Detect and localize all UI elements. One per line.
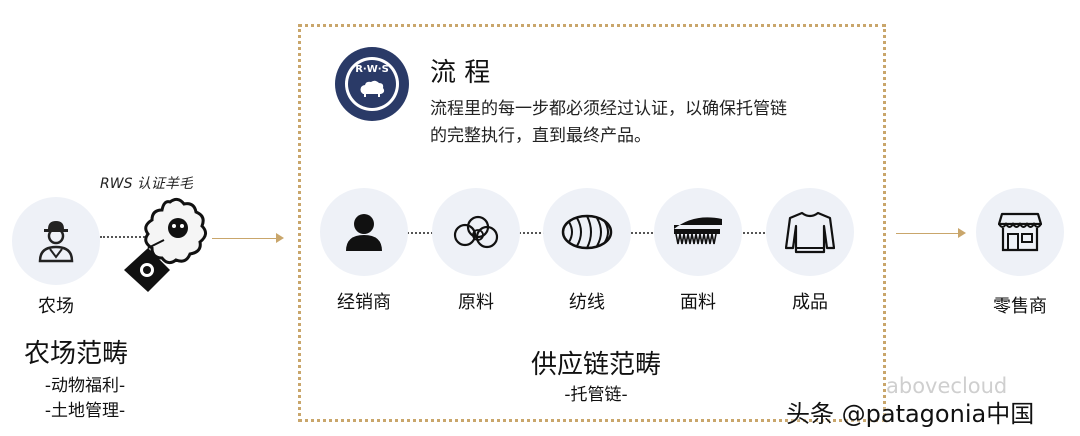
fabric-comb-icon xyxy=(674,217,722,245)
watermark-faint: abovecloud xyxy=(886,374,1008,398)
step-label-yarn: 纺线 xyxy=(569,292,605,313)
step-finished-product xyxy=(766,188,854,276)
step-yarn xyxy=(543,188,631,276)
farm-node xyxy=(12,197,100,285)
step-raw-material xyxy=(432,188,520,276)
step-fabric xyxy=(654,188,742,276)
process-description-line1: 流程里的每一步都必须经过认证，以确保托管链 xyxy=(430,99,787,119)
farm-scope-item-2: -土地管理- xyxy=(44,401,126,421)
farm-connector xyxy=(100,236,148,238)
supply-to-retail-arrow xyxy=(896,233,958,234)
farmer-icon xyxy=(38,221,74,263)
step-label-fabric: 面料 xyxy=(680,292,716,313)
rws-logo xyxy=(334,46,410,122)
rws-logo-text: R·W·S xyxy=(355,64,389,75)
step-label-finished-product: 成品 xyxy=(792,292,828,313)
farm-to-supply-arrow xyxy=(212,238,276,239)
yarn-ball-icon xyxy=(561,214,613,250)
supply-chain-frame xyxy=(298,24,886,422)
sweater-icon xyxy=(785,211,835,254)
farm-scope-item-1: -动物福利- xyxy=(44,376,126,396)
supply-scope-item: -托管链- xyxy=(564,385,628,405)
process-title: 流 程 xyxy=(430,58,491,88)
supply-to-retail-arrowhead xyxy=(958,228,966,238)
retailer-label: 零售商 xyxy=(993,296,1047,317)
step-label-distributor: 经销商 xyxy=(337,292,391,313)
farm-label: 农场 xyxy=(38,296,74,317)
process-description-line2: 的完整执行，直到最终产品。 xyxy=(430,126,651,146)
step-distributor xyxy=(320,188,408,276)
supply-scope-title: 供应链范畴 xyxy=(531,350,662,380)
certified-sheep-icon xyxy=(118,196,218,296)
watermark-main: 头条 @patagonia中国 xyxy=(786,400,1035,428)
wool-cloud-icon xyxy=(453,215,499,249)
retailer-node xyxy=(976,188,1064,276)
farm-to-supply-arrowhead xyxy=(276,233,284,243)
farm-scope-title: 农场范畴 xyxy=(24,339,129,369)
storefront-icon xyxy=(998,212,1042,252)
rws-wool-label: RWS 认证羊毛 xyxy=(100,176,193,192)
step-label-raw-material: 原料 xyxy=(458,292,494,313)
person-icon xyxy=(346,214,382,251)
